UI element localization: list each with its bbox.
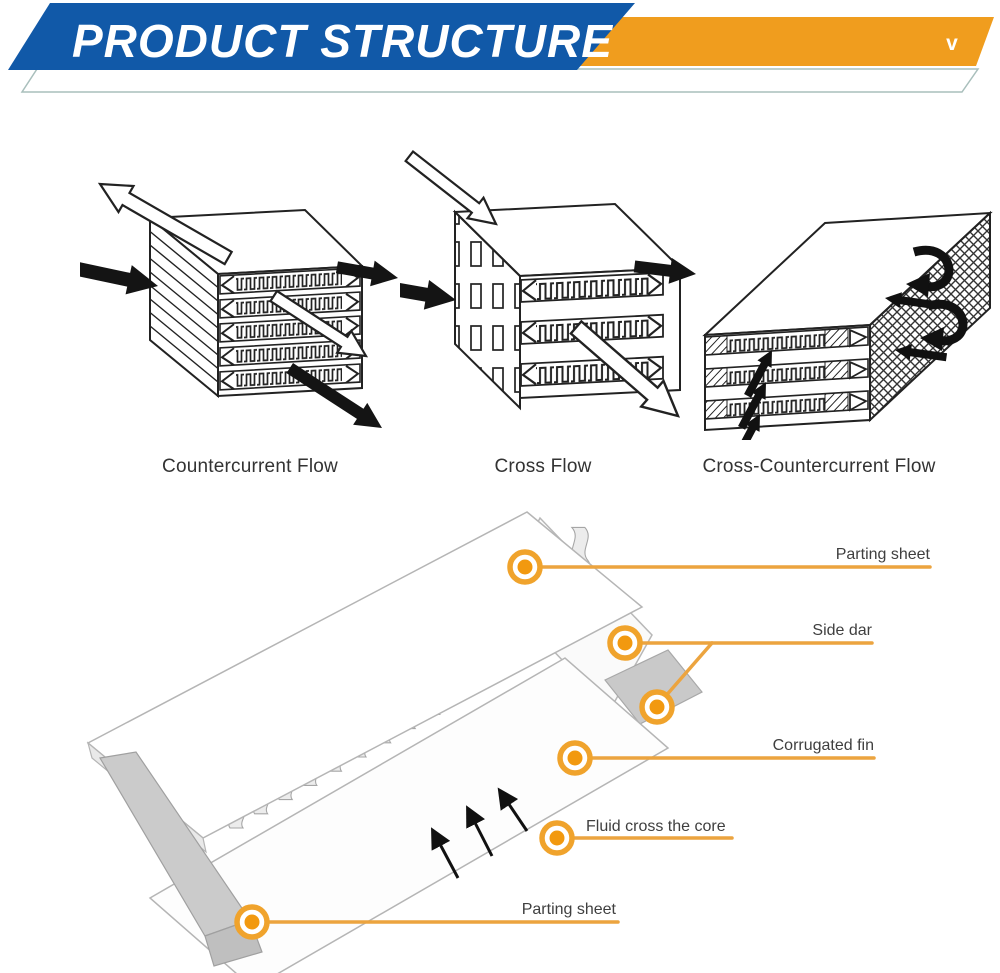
- label-side-bar: Side dar: [812, 622, 872, 639]
- banner-blue-shape: [8, 3, 635, 70]
- caption-cross: Cross Flow: [494, 456, 592, 477]
- inflow-arrow-black-left: [400, 259, 459, 315]
- caption-countercurrent: Countercurrent Flow: [162, 456, 338, 477]
- section-banner: PRODUCT STRUCTURE v: [8, 3, 994, 93]
- product-structure-illustration: Parting sheet Side dar Corrugated fin Fl…: [86, 511, 932, 973]
- banner-underlay-shape: [20, 68, 980, 93]
- label-parting-sheet-bottom: Parting sheet: [522, 901, 617, 918]
- u-turn-arrows: [906, 245, 968, 351]
- callout-lines: [265, 565, 932, 924]
- callout-marker-dots: [244, 559, 665, 930]
- callout-marker-backs: [237, 552, 672, 937]
- fluid-flow-arrows: [431, 787, 529, 879]
- inflow-arrow-white-top: [400, 150, 506, 236]
- cross-countercurrent-arrows: [728, 245, 968, 440]
- label-fluid-cross-core: Fluid cross the core: [586, 818, 726, 835]
- chevron-down-icon[interactable]: v: [946, 32, 958, 55]
- label-parting-sheet-top: Parting sheet: [836, 546, 931, 563]
- caption-cross-countercurrent: Cross-Countercurrent Flow: [702, 456, 936, 477]
- callout-marker-rings: [234, 549, 675, 940]
- page-title: PRODUCT STRUCTURE: [72, 15, 613, 67]
- side-bar-block: [604, 649, 703, 725]
- banner-orange-bar: [540, 17, 994, 66]
- cross-countercurrent-flow-diagram: [702, 210, 993, 440]
- inflow-arrow-black-left: [80, 240, 162, 301]
- countercurrent-flow-diagram: [80, 169, 400, 439]
- cross-flow-diagram: [400, 150, 698, 431]
- fin-strips: [219, 267, 361, 391]
- left-face-layer-lines: [149, 230, 219, 383]
- label-corrugated-fin: Corrugated fin: [773, 737, 874, 754]
- fin-strips: [704, 326, 869, 420]
